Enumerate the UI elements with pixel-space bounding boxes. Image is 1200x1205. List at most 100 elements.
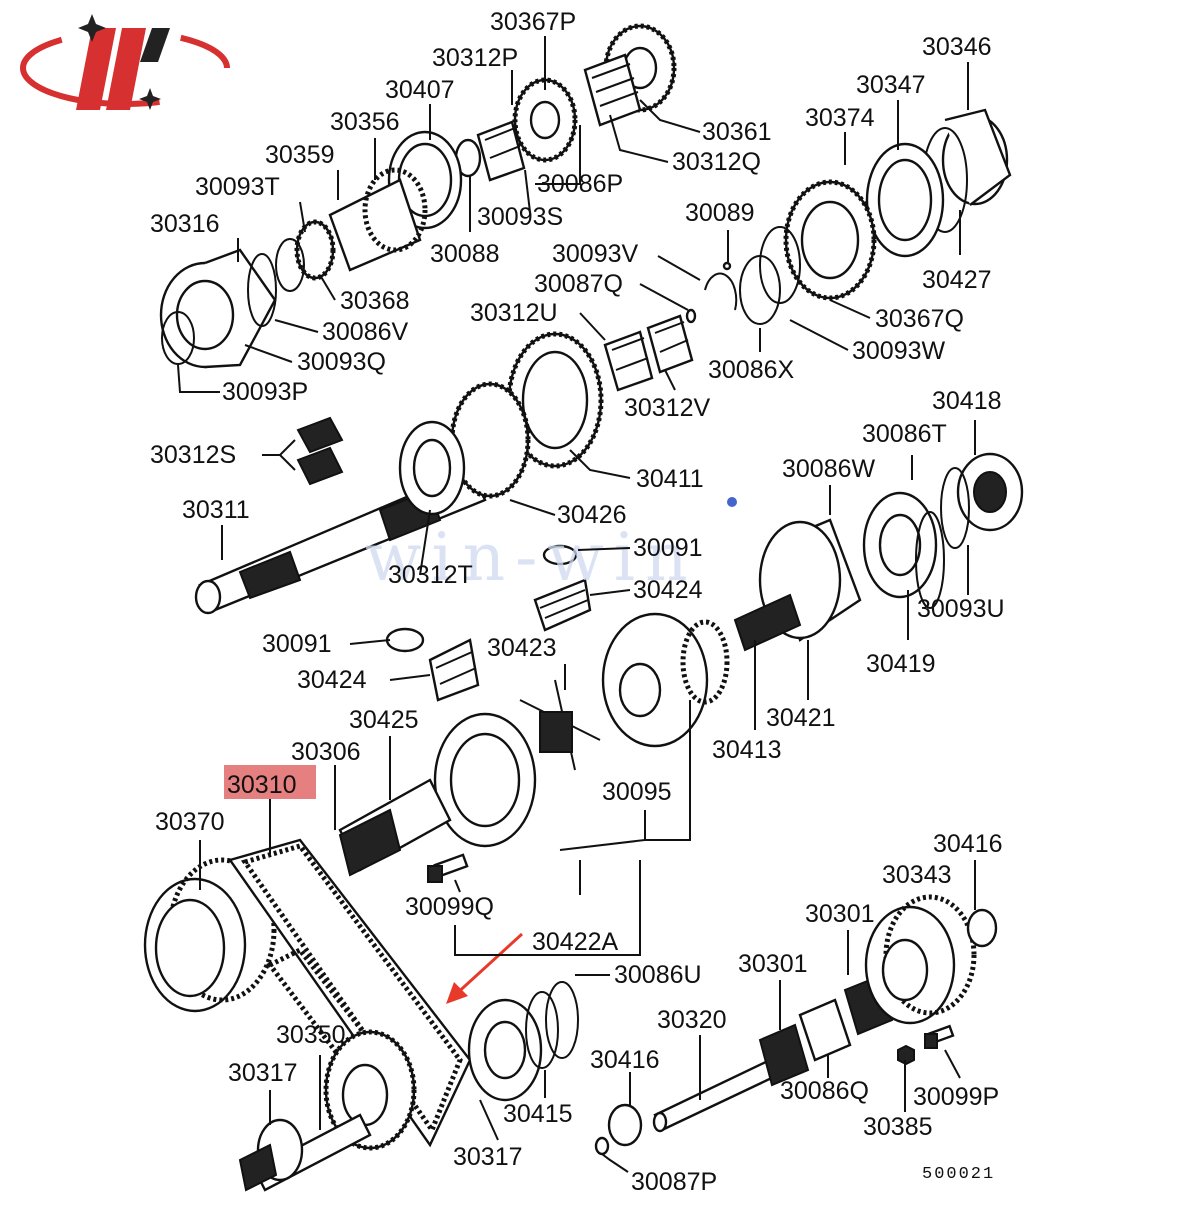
label-30368: 30368 [340, 287, 410, 315]
clip-30093V [704, 272, 738, 311]
label-30418: 30418 [932, 387, 1002, 415]
ball-30089 [722, 261, 732, 271]
red-arrow [446, 932, 524, 1004]
washer-30416-lower [607, 1103, 643, 1147]
chain-sprocket-assembly [143, 838, 998, 1192]
diagram-code: 500021 [922, 1165, 995, 1184]
label-30099Q: 30099Q [405, 893, 494, 921]
label-30361: 30361 [702, 118, 772, 146]
top-assembly [159, 23, 677, 369]
label-30413: 30413 [712, 736, 782, 764]
label-30086V: 30086V [322, 318, 409, 346]
label-30423: 30423 [487, 634, 557, 662]
label-30419: 30419 [866, 650, 936, 678]
label-30312P: 30312P [432, 44, 518, 72]
ring-30093U [915, 511, 945, 609]
label-30426: 30426 [557, 501, 627, 529]
gear-30367Q [783, 179, 877, 301]
label-30367P: 30367P [490, 8, 576, 36]
ring-30086V [247, 253, 277, 327]
label-30093Q: 30093Q [297, 348, 386, 376]
label-30306: 30306 [291, 738, 361, 766]
label-30343: 30343 [882, 861, 952, 889]
ball-30087P [594, 1136, 610, 1156]
ball-30087Q [685, 308, 697, 324]
label-30350: 30350 [276, 1021, 346, 1049]
label-30301-upper: 30301 [805, 900, 875, 928]
bearing-30086W [862, 491, 938, 599]
label-30359: 30359 [265, 141, 335, 169]
label-30312V: 30312V [624, 394, 711, 422]
gear-30426 [449, 381, 531, 499]
label-30086U: 30086U [614, 961, 702, 989]
label-30424-lower: 30424 [297, 666, 367, 694]
label-30086Q: 30086Q [780, 1077, 869, 1105]
gear-30359 [294, 219, 336, 281]
washer-30091-upper [542, 544, 578, 566]
hub-30374 [865, 142, 945, 258]
label-30093T: 30093T [195, 173, 280, 201]
gear-30356 [328, 167, 428, 272]
label-30347: 30347 [856, 71, 926, 99]
bearing-30418 [956, 452, 1024, 532]
label-30374: 30374 [805, 104, 875, 132]
highlight-box-30310 [224, 765, 316, 799]
label-30091-lower: 30091 [262, 630, 332, 658]
watermark-dot [727, 497, 737, 507]
main-shaft-assembly [194, 331, 604, 615]
label-30086X: 30086X [708, 356, 795, 384]
label-30310: 30310 [227, 771, 297, 799]
bearing-30312Q [583, 53, 642, 127]
gear-30343 [864, 894, 977, 1025]
washer-30416-upper [966, 908, 998, 948]
ring-30093W [759, 226, 801, 304]
washer-30091-lower [385, 627, 425, 653]
label-30425: 30425 [349, 706, 419, 734]
watermark: win-win [365, 519, 698, 596]
label-30367Q: 30367Q [875, 305, 964, 333]
label-30385: 30385 [863, 1113, 933, 1141]
label-30427: 30427 [922, 266, 992, 294]
label-30312U: 30312U [470, 299, 558, 327]
bolt-30099P [924, 1024, 955, 1049]
ring-30093T [275, 238, 305, 292]
bearing-30312S [296, 416, 344, 486]
label-30416-lower: 30416 [590, 1046, 660, 1074]
label-30086P: 30086P [537, 170, 623, 198]
label-30312S: 30312S [150, 441, 236, 469]
bearing-30312V [646, 314, 694, 374]
brand-logo [18, 14, 232, 110]
label-30093V: 30093V [552, 240, 639, 268]
label-30317-lower: 30317 [453, 1143, 523, 1171]
label-30316: 30316 [150, 210, 220, 238]
synchro-ring-30411 [506, 331, 604, 469]
label-30312Q: 30312Q [672, 148, 761, 176]
label-30093S: 30093S [477, 203, 563, 231]
pinion-shaft-30423 [519, 679, 601, 771]
bearing-30301-lower [758, 1023, 810, 1087]
ring-30086U [525, 991, 559, 1069]
bearing-30312T [398, 420, 466, 516]
label-30356: 30356 [330, 108, 400, 136]
label-30089: 30089 [685, 199, 755, 227]
pinion-30424-upper [533, 578, 592, 632]
label-30312T: 30312T [388, 561, 473, 589]
label-30093P: 30093P [222, 378, 308, 406]
right-upper-assembly [603, 108, 1012, 392]
nut-30385 [897, 1044, 915, 1066]
pin-30320 [652, 1058, 780, 1133]
ring-30086X [739, 255, 781, 325]
label-30087Q: 30087Q [534, 270, 623, 298]
label-30416-upper: 30416 [933, 830, 1003, 858]
shaft-30317 [238, 1113, 372, 1192]
sprocket-30370 [143, 857, 277, 1013]
label-30088: 30088 [430, 240, 500, 268]
gear-30312P [512, 77, 578, 163]
bolt-30099Q [427, 853, 469, 883]
gear-30421 [733, 593, 802, 652]
label-30415: 30415 [503, 1100, 573, 1128]
label-30095: 30095 [602, 778, 672, 806]
label-30411: 30411 [636, 465, 704, 493]
label-30311: 30311 [182, 496, 250, 524]
